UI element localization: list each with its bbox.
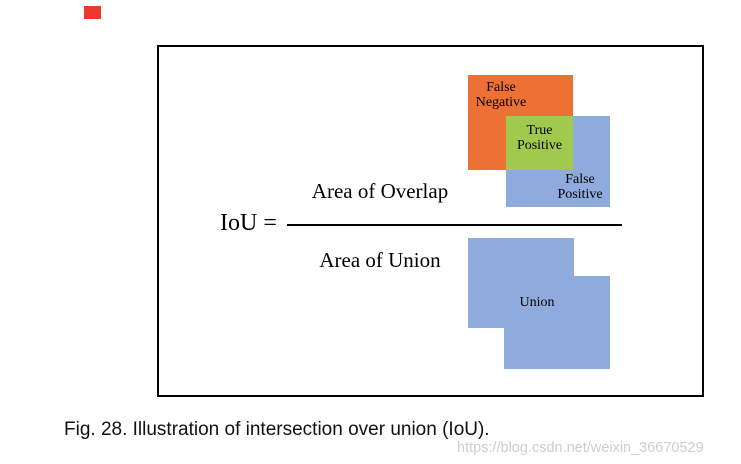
fraction-line <box>287 224 622 226</box>
true-positive-label: True Positive <box>516 123 563 153</box>
union-square-bottom-right <box>504 276 610 369</box>
union-label: Union <box>519 295 555 310</box>
formula-numerator: Area of Overlap <box>311 179 449 203</box>
false-positive-label: False Positive <box>557 172 603 202</box>
true-positive-box <box>506 116 573 170</box>
false-negative-label: False Negative <box>475 80 527 110</box>
formula-denominator: Area of Union <box>319 248 441 272</box>
figure-caption: Fig. 28. Illustration of intersection ov… <box>64 419 490 440</box>
red-marker <box>84 6 101 19</box>
formula-lhs: IoU = <box>220 210 277 236</box>
iou-figure-frame: False Negative True Positive False Posit… <box>157 45 704 397</box>
csdn-watermark: https://blog.csdn.net/weixin_36670529 <box>457 440 704 456</box>
